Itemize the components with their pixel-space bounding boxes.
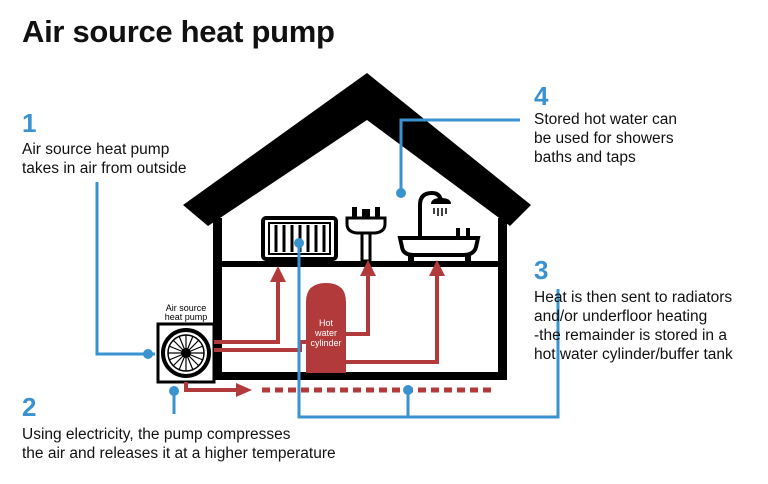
page-title: Air source heat pump [22, 14, 335, 49]
fan-icon [161, 328, 211, 378]
heat-pump-label: Air source heat pump [151, 304, 221, 322]
step-1-text: Air source heat pump takes in air from o… [22, 140, 187, 178]
step-3-line: -the remainder is stored in a [534, 327, 727, 344]
step-4-line: be used for showers [534, 130, 674, 147]
step-1-line: Air source heat pump [22, 141, 170, 158]
step-2-line: the air and releases it at a higher temp… [22, 445, 336, 462]
sink-icon [345, 207, 387, 263]
step-3-line: and/or underfloor heating [534, 308, 708, 325]
heat-pump-label-line: Air source [165, 303, 207, 313]
step-2-text: Using electricity, the pump compresses t… [22, 425, 336, 463]
house-icon [183, 73, 531, 226]
step-3-number: 3 [534, 255, 549, 285]
step-4-number: 4 [534, 81, 549, 111]
step-4-line: baths and taps [534, 149, 636, 166]
house-wall-left [213, 218, 222, 378]
house-floor-line [213, 261, 507, 267]
step-2-line: Using electricity, the pump compresses [22, 426, 291, 443]
callout-dots [143, 188, 413, 396]
step-3-line: Heat is then sent to radiators [534, 289, 733, 306]
heat-flow-arrowheads [236, 260, 445, 397]
heat-pump-unit [156, 322, 216, 384]
step-2-number: 2 [22, 392, 37, 422]
step-4-line: Stored hot water can [534, 111, 678, 128]
step-3-text: Heat is then sent to radiators and/or un… [534, 288, 733, 364]
step-3-line: hot water cylinder/buffer tank [534, 346, 733, 363]
house-ground-line [213, 372, 507, 380]
cylinder-label-line: cylinder [310, 338, 342, 348]
cylinder-label: Hot water cylinder [306, 318, 346, 348]
heat-pump-label-line: heat pump [164, 312, 208, 322]
step-1-line: takes in air from outside [22, 160, 187, 177]
bath-icon [397, 228, 481, 261]
shower-icon [418, 190, 451, 240]
hot-water-cylinder-icon [306, 283, 346, 373]
step-1-number: 1 [22, 108, 37, 138]
callout-leaders [95, 118, 560, 419]
step-4-text: Stored hot water can be used for showers… [534, 110, 677, 167]
house-wall-right [498, 218, 507, 378]
cylinder-label-line: Hot [318, 318, 333, 328]
cylinder-label-line: water [314, 328, 337, 338]
